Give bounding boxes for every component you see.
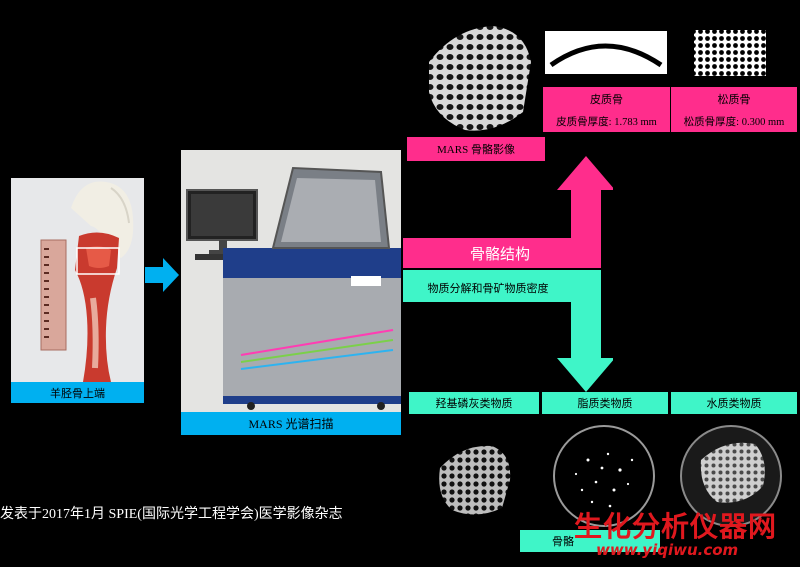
lipid-image — [548, 420, 660, 530]
cortical-title: 皮质骨 — [543, 87, 670, 110]
mars-image-label: MARS 骨骼影像 — [407, 137, 545, 161]
water-label: 水质类物质 — [671, 392, 797, 414]
cortical-bone-image — [545, 31, 667, 74]
water-image — [675, 420, 787, 530]
bottom-partial-label: 骨骼 — [520, 530, 660, 552]
publication-footnote: 发表于2017年1月 SPIE(国际光学工程学会)医学影像杂志 — [0, 507, 343, 522]
bone-ct-image — [415, 22, 535, 137]
watermark-text: 生化分析仪器网 — [574, 510, 778, 543]
arrow-right-icon — [145, 258, 179, 292]
bone-structure-label: 骨骼结构 — [469, 244, 530, 263]
material-decomp-label: 物质分解和骨矿物质密度 — [427, 282, 549, 295]
arrow-up-icon — [403, 156, 613, 268]
watermark-url: www.yiqiwu.com — [596, 541, 739, 559]
lipid-label: 脂质类物质 — [542, 392, 668, 414]
bone-sample-photo — [11, 178, 144, 382]
bone-sample-label: 羊胫骨上端 — [11, 382, 144, 403]
cancellous-title: 松质骨 — [671, 87, 797, 110]
hydroxyapatite-label: 羟基磷灰类物质 — [409, 392, 539, 414]
cancellous-thickness: 松质骨厚度: 0.300 mm — [671, 110, 797, 132]
mars-scan-label: MARS 光谱扫描 — [181, 412, 401, 435]
hydroxyapatite-image — [432, 440, 514, 520]
cancellous-bone-image — [690, 28, 770, 78]
mars-scanner-photo — [181, 150, 401, 412]
arrow-down-icon — [403, 270, 613, 392]
cortical-thickness: 皮质骨厚度: 1.783 mm — [543, 110, 670, 132]
